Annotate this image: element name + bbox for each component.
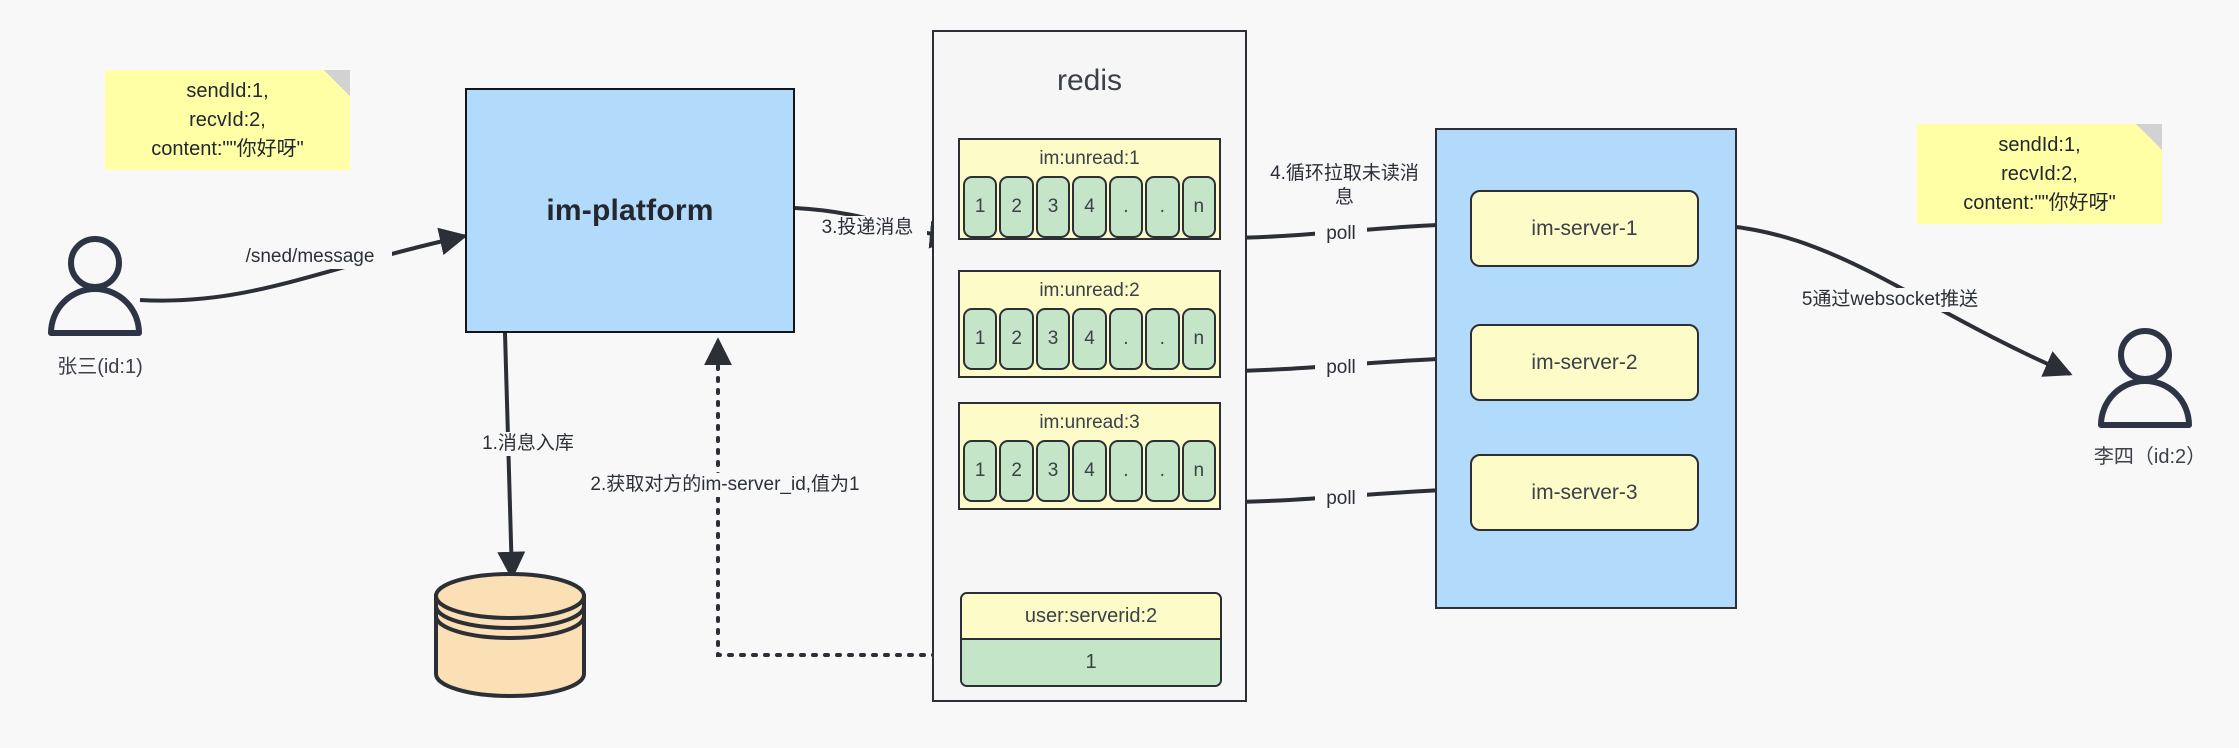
actor-sender[interactable]	[35, 235, 165, 340]
im-server-1-label: im-server-1	[1531, 216, 1638, 240]
queue-cell: 3	[1035, 308, 1071, 370]
redis-queue-2: im:unread:2 1 2 3 4 . . n	[958, 270, 1221, 378]
im-server-3-box[interactable]: im-server-3	[1470, 454, 1699, 531]
redis-kv-user-serverid: user:serverid:2 1	[960, 592, 1222, 687]
edge-label-poll-3: poll	[1315, 487, 1367, 511]
note-fold-icon	[324, 70, 350, 96]
queue-cell: n	[1181, 308, 1216, 370]
queue-cell: .	[1145, 176, 1180, 238]
edge-label-step4: 4.循环拉取未读消 息	[1255, 162, 1434, 210]
redis-queue-3-name: im:unread:3	[1039, 412, 1140, 433]
message-note-right-text: sendId:1, recvId:2, content:""你好呀"	[1963, 133, 2116, 214]
im-platform-label: im-platform	[546, 193, 714, 227]
edge-label-step1: 1.消息入库	[456, 432, 600, 456]
redis-queue-2-cells: 1 2 3 4 . . n	[963, 308, 1216, 370]
queue-cell: 2	[999, 440, 1034, 502]
edge-label-step5: 5通过websocket推送	[1782, 288, 1998, 312]
actor-sender-label: 张三(id:1)	[57, 356, 143, 378]
queue-cell: 4	[1072, 440, 1107, 502]
redis-title: redis	[1056, 64, 1123, 97]
queue-cell: 3	[1035, 440, 1071, 502]
im-server-cluster: im-server-1 im-server-2 im-server-3	[1435, 128, 1737, 609]
edge-label-poll-2: poll	[1315, 356, 1367, 380]
edge-sender-to-platform	[139, 227, 468, 303]
edge-label-poll-1: poll	[1315, 222, 1367, 246]
im-server-2-box[interactable]: im-server-2	[1470, 324, 1699, 401]
im-server-1-box[interactable]: im-server-1	[1470, 190, 1699, 267]
queue-cell: .	[1145, 440, 1180, 502]
queue-cell: 2	[999, 308, 1034, 370]
queue-cell: n	[1181, 440, 1216, 502]
queue-cell: .	[1108, 440, 1144, 502]
redis-queue-1-cells: 1 2 3 4 . . n	[963, 176, 1216, 238]
edge-label-step3: 3.投递消息	[808, 216, 927, 240]
redis-container: redis im:unread:1 1 2 3 4 . . n im:unrea…	[932, 30, 1247, 702]
edge-server1-to-receiver	[1689, 222, 2073, 377]
user-avatar-icon	[48, 236, 142, 336]
queue-cell: .	[1108, 176, 1144, 238]
queue-cell: 3	[1035, 176, 1071, 238]
queue-cell: 1	[963, 308, 998, 370]
im-server-3-label: im-server-3	[1531, 480, 1638, 504]
user-avatar-icon	[2098, 328, 2192, 428]
redis-queue-3: im:unread:3 1 2 3 4 . . n	[958, 402, 1221, 510]
queue-cell: 1	[963, 440, 998, 502]
note-fold-icon	[2136, 124, 2162, 150]
edge-redis-kv-to-platform	[704, 337, 962, 657]
message-note-right: sendId:1, recvId:2, content:""你好呀"	[1917, 124, 2162, 224]
queue-cell: .	[1145, 308, 1180, 370]
redis-kv-value: 1	[962, 638, 1220, 685]
mysql-database[interactable]	[428, 570, 593, 700]
im-platform-box[interactable]: im-platform	[465, 88, 795, 333]
redis-queue-2-name: im:unread:2	[1039, 280, 1140, 301]
queue-cell: 2	[999, 176, 1034, 238]
edge-label-send-message: /sned/message	[228, 245, 392, 269]
message-note-left: sendId:1, recvId:2, content:""你好呀"	[105, 70, 350, 170]
redis-queue-1: im:unread:1 1 2 3 4 . . n	[958, 138, 1221, 240]
queue-cell: .	[1108, 308, 1144, 370]
edge-label-step2: 2.获取对方的im-server_id,值为1	[578, 473, 872, 497]
queue-cell: 4	[1072, 308, 1107, 370]
im-server-2-label: im-server-2	[1531, 350, 1638, 374]
queue-cell: 1	[963, 176, 998, 238]
redis-queue-1-name: im:unread:1	[1039, 148, 1140, 169]
queue-cell: n	[1181, 176, 1216, 238]
database-cylinder-icon	[434, 572, 586, 698]
queue-cell: 4	[1072, 176, 1107, 238]
actor-receiver[interactable]	[2085, 327, 2215, 432]
redis-kv-key: user:serverid:2	[962, 594, 1220, 638]
redis-queue-3-cells: 1 2 3 4 . . n	[963, 440, 1216, 502]
message-note-left-text: sendId:1, recvId:2, content:""你好呀"	[151, 79, 304, 160]
actor-receiver-label: 李四（id:2）	[2093, 446, 2207, 468]
